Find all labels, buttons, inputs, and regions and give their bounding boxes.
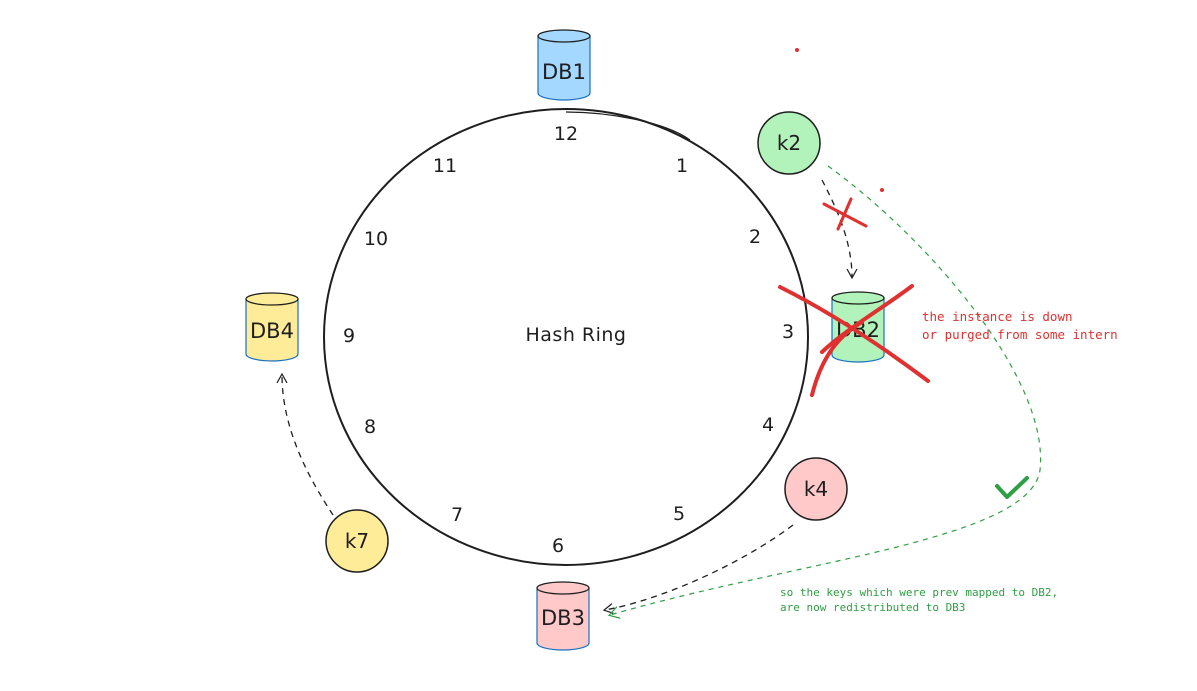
k4-label: k4: [804, 477, 828, 501]
db2-top: [831, 291, 885, 305]
k7-circle: [325, 509, 389, 573]
stray-dot: [880, 188, 884, 192]
db3-body: [536, 587, 590, 651]
db3-label: DB3: [541, 606, 585, 630]
k7-label: k7: [345, 529, 369, 553]
stray-dot: [795, 48, 799, 52]
ring-position-4: 4: [762, 414, 774, 436]
k2-label: k2: [777, 131, 801, 155]
db4-top: [245, 292, 299, 306]
db1-body: [537, 35, 591, 101]
db1-top: [537, 29, 591, 43]
ring-positions: 12 1 2 3 4 5 6 7 8 9 10 11: [343, 123, 794, 557]
ring-position-9: 9: [343, 325, 355, 347]
ring-position-7: 7: [451, 504, 463, 526]
ring-position-6: 6: [552, 535, 564, 557]
ring-position-2: 2: [749, 226, 761, 248]
down-note-line1: the instance is down: [922, 309, 1073, 324]
key-k7: k7: [325, 509, 389, 573]
key-k2: k2: [757, 111, 821, 175]
key-k4: k4: [784, 457, 848, 521]
arrow-k4-to-db3: [605, 524, 794, 610]
ring-position-12: 12: [554, 123, 578, 145]
k2-circle: [757, 111, 821, 175]
redistribute-note-line2: are now redistributed to DB3: [780, 601, 965, 614]
database-db4: DB4: [245, 292, 299, 362]
db4-body: [245, 298, 299, 362]
db1-label: DB1: [542, 60, 586, 84]
down-note-line2: or purged from some intern: [922, 327, 1118, 342]
ring-position-1: 1: [676, 155, 688, 177]
database-db3: DB3: [536, 581, 590, 651]
ring-position-8: 8: [364, 416, 376, 438]
db2-down-marker: [778, 284, 930, 397]
ring-position-10: 10: [364, 228, 388, 250]
arrow-k2-redistribute-to-db3: [610, 165, 1042, 615]
k4-circle: [784, 457, 848, 521]
arrow-k2-to-db2: [821, 179, 852, 277]
check-icon: [995, 476, 1029, 499]
ring-position-11: 11: [433, 155, 457, 177]
db3-top: [536, 581, 590, 595]
hash-ring-label: Hash Ring: [526, 324, 627, 346]
database-db1: DB1: [537, 29, 591, 101]
hash-ring: Hash Ring: [323, 108, 809, 566]
database-db2: DB2: [831, 291, 885, 363]
redistribute-note-line1: so the keys which were prev mapped to DB…: [780, 586, 1058, 599]
db4-label: DB4: [250, 319, 294, 343]
ring-position-5: 5: [673, 503, 685, 525]
blocked-mark: [822, 197, 868, 231]
arrow-k7-to-db4: [282, 375, 334, 516]
ring-position-3: 3: [782, 321, 794, 343]
